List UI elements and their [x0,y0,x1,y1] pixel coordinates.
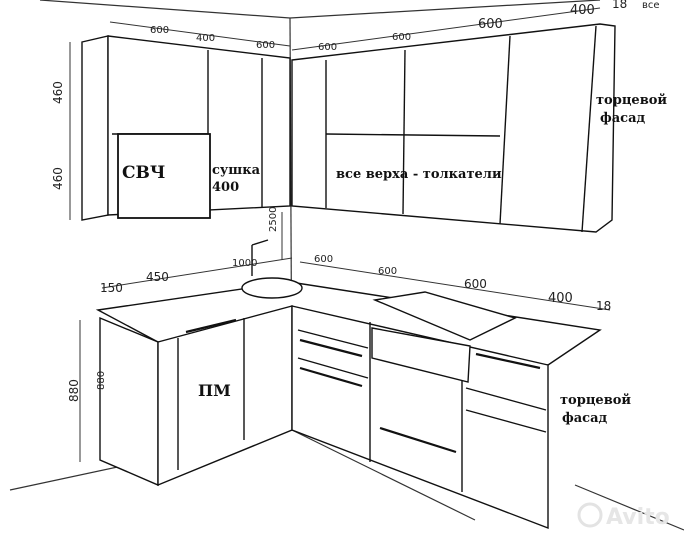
dim-upper-400-a: 400 [196,33,215,44]
dim-upper-600-b: 600 [256,40,275,51]
dim-height-880: 880 [67,379,81,402]
label-dryer-line1: сушка [212,163,261,178]
dim-height-460-top: 460 [51,81,65,104]
dim-upper-600-a: 600 [150,25,169,36]
dim-lower-400: 400 [548,291,573,306]
dim-upper-600-e: 600 [478,17,503,32]
dim-lower-18: 18 [596,299,611,313]
dim-upper-18: 18 [612,0,627,11]
label-dryer-line2: 400 [212,180,239,195]
label-end-panel-lower-1: торцевой [560,393,631,408]
dimension-lines [69,7,611,462]
lower-cabinets [95,239,602,530]
label-end-panel-lower-2: фасад [562,411,607,426]
dim-sink-1000: 1000 [232,258,257,269]
upper-cabinets [81,23,616,233]
dim-upper-400-right: 400 [570,3,595,18]
dim-lower-450: 450 [146,270,169,284]
dim-upper-600-c: 600 [318,42,337,53]
dim-lower-600-a: 600 [314,254,333,265]
dim-lower-600-b: 600 [378,266,397,277]
dim-height-460-bottom: 460 [51,167,65,190]
handles [185,318,541,454]
label-end-panel-upper-1: торцевой [596,93,667,108]
dim-height-880-inner: 880 [96,371,107,390]
label-microwave: СВЧ [122,163,165,183]
watermark: Avito [606,505,670,530]
dim-upper-600-d: 600 [392,32,411,43]
label-end-panel-upper-2: фасад [600,111,645,126]
label-all-uppers: все верха - толкатели [336,167,502,182]
avito-logo-icon [577,502,603,528]
label-dishwasher: ПМ [198,381,231,400]
dim-lower-150: 150 [100,281,123,295]
dim-lower-600-c: 600 [464,277,487,291]
dim-height-2500: 2500 [268,207,279,232]
dim-corner-tag: все [642,0,660,11]
